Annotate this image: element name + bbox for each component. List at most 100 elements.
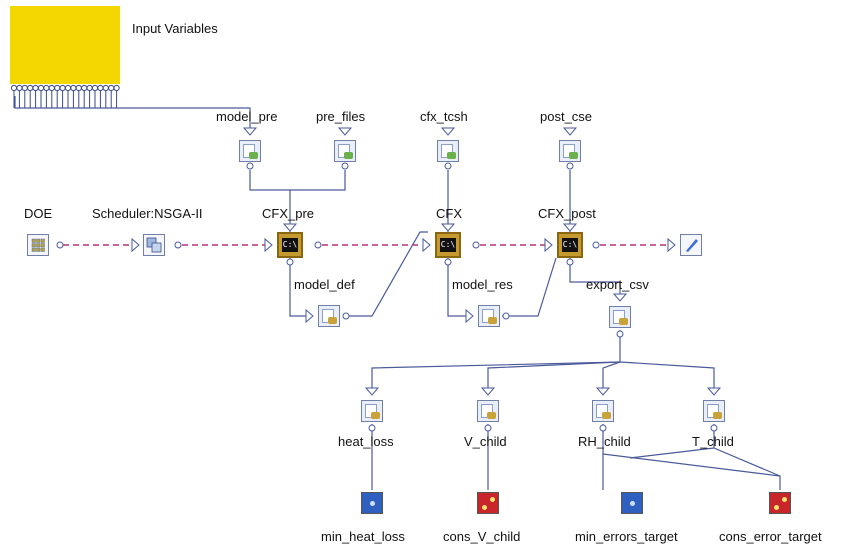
export_csv-label: export_csv <box>586 277 649 292</box>
input-port[interactable] <box>81 84 88 92</box>
constraint-icon <box>774 505 779 510</box>
wire-bus-heat_loss <box>371 361 621 394</box>
t_child-label: T_child <box>692 434 734 449</box>
wire-cfx_post-export_csv <box>569 258 621 300</box>
cfx-label: CFX <box>436 206 462 221</box>
model_res-node[interactable] <box>478 305 500 327</box>
heat_loss-node[interactable] <box>361 400 383 422</box>
min_heat_loss-node[interactable] <box>361 492 383 514</box>
constraint-icon <box>482 505 487 510</box>
wire-model_pre-cfx_pre <box>249 170 291 232</box>
input-port[interactable] <box>86 84 93 92</box>
input-port[interactable] <box>21 84 28 92</box>
arrow-in-cfx_post <box>544 237 553 253</box>
file-icon <box>602 412 611 419</box>
doe-node[interactable] <box>27 234 49 256</box>
heat_loss-label: heat_loss <box>338 434 394 449</box>
cons_error_target-label: cons_error_target <box>719 529 822 544</box>
wire-bus-t_child <box>619 361 715 394</box>
file-icon <box>713 412 722 419</box>
arrow-in-cfx_post-top <box>562 223 578 232</box>
wire-cfx-model_res <box>447 258 472 317</box>
input-port[interactable] <box>37 84 45 92</box>
min_errors_target-label: min_errors_target <box>575 529 678 544</box>
arrow-in-cfx_pre-top <box>282 223 298 232</box>
cfx_post-node[interactable]: C:\ <box>557 232 583 258</box>
end-node[interactable] <box>680 234 702 256</box>
min_heat_loss-label: min_heat_loss <box>321 529 405 544</box>
wire-input-model_pre <box>14 96 251 128</box>
arrow-in-pre_files <box>337 127 353 136</box>
cons_v_child-node[interactable] <box>477 492 499 514</box>
input-port[interactable] <box>108 84 115 92</box>
model_def-node[interactable] <box>318 305 340 327</box>
wire-model_def-cfx <box>344 231 428 317</box>
input-port[interactable] <box>10 84 18 92</box>
arrow-in-cfx-top <box>440 223 456 232</box>
input-variables-label: Input Variables <box>132 21 218 36</box>
scheduler-node[interactable] <box>143 234 165 256</box>
cfx-node[interactable]: C:\ <box>435 232 461 258</box>
input-port[interactable] <box>70 84 77 92</box>
arrow-in-post_cse <box>562 127 578 136</box>
input-port[interactable] <box>59 84 66 92</box>
pen-icon <box>686 239 698 252</box>
input-port[interactable] <box>91 84 99 92</box>
doe-label: DOE <box>24 206 53 221</box>
input-port[interactable] <box>113 84 120 92</box>
wire-t_child-min_errors_target <box>629 447 715 459</box>
wire-cfx_pre-model_def <box>289 258 312 317</box>
v_child-node[interactable] <box>477 400 499 422</box>
model_def-label: model_def <box>294 277 355 292</box>
cons_v_child-label: cons_V_child <box>443 529 521 544</box>
arrow-in-heat_loss <box>364 387 380 396</box>
cfx_tcsh-label: cfx_tcsh <box>420 109 468 124</box>
terminal-icon: C:\ <box>562 238 578 252</box>
cfx_pre-label: CFX_pre <box>262 206 315 221</box>
input-port[interactable] <box>64 84 72 92</box>
file-icon <box>569 152 578 159</box>
input-port[interactable] <box>102 84 109 92</box>
min_errors_target-node[interactable] <box>621 492 643 514</box>
cfx_pre-node[interactable]: C:\ <box>277 232 303 258</box>
input-port[interactable] <box>54 84 61 92</box>
arrow-in-t_child <box>706 387 722 396</box>
model_pre-label: model_pre <box>216 109 278 124</box>
model_res-label: model_res <box>452 277 513 292</box>
export_csv-node[interactable] <box>609 306 631 328</box>
file-icon <box>488 317 497 324</box>
grid-icon <box>31 238 45 252</box>
arrow-in-model_res <box>465 308 474 324</box>
wire-rh_child-cons_error_target <box>602 453 781 490</box>
v_child-label: V_child <box>464 434 507 449</box>
input-port[interactable] <box>32 84 39 92</box>
input-port[interactable] <box>75 84 82 92</box>
input-port[interactable] <box>16 84 23 92</box>
pre_files-node[interactable] <box>334 140 356 162</box>
input-port[interactable] <box>48 84 55 92</box>
input-port[interactable] <box>43 84 50 92</box>
file-icon <box>249 152 258 159</box>
t_child-node[interactable] <box>703 400 725 422</box>
rh_child-node[interactable] <box>592 400 614 422</box>
minimize-icon <box>630 501 635 506</box>
arrow-in-v_child <box>480 387 496 396</box>
file-icon <box>344 152 353 159</box>
file-icon <box>447 152 456 159</box>
cons_error_target-node[interactable] <box>769 492 791 514</box>
input-port[interactable] <box>27 84 34 92</box>
file-icon <box>619 318 628 325</box>
arrow-in-model_def <box>305 308 314 324</box>
post_cse-label: post_cse <box>540 109 593 124</box>
model_pre-node[interactable] <box>239 140 261 162</box>
wire-bus-rh_child <box>602 361 621 394</box>
input-variables-block[interactable] <box>10 6 120 84</box>
arrow-in-cfx_tcsh <box>440 127 456 136</box>
wire-bus-v_child <box>487 361 621 394</box>
file-icon <box>371 412 380 419</box>
cfx_post-label: CFX_post <box>538 206 596 221</box>
input-port[interactable] <box>97 84 104 92</box>
cfx_tcsh-node[interactable] <box>437 140 459 162</box>
post_cse-node[interactable] <box>559 140 581 162</box>
